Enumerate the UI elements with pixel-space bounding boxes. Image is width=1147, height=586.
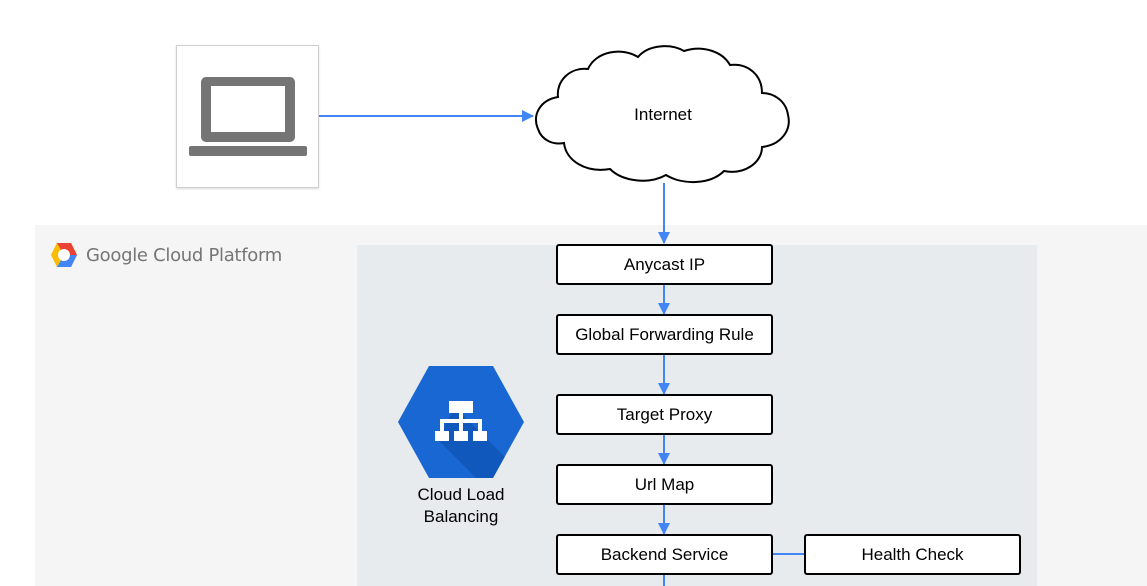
url-map-node: Url Map bbox=[556, 464, 773, 505]
load-balancing-label-line2: Balancing bbox=[423, 507, 499, 526]
internet-label: Internet bbox=[634, 105, 692, 124]
laptop-icon bbox=[189, 77, 307, 156]
backend-service-node: Backend Service bbox=[556, 534, 773, 575]
health-check-node: Health Check bbox=[804, 534, 1021, 575]
target-proxy-node: Target Proxy bbox=[556, 394, 773, 435]
gcp-logo-icon bbox=[51, 243, 77, 267]
anycast-ip-node: Anycast IP bbox=[556, 244, 773, 285]
load-balancing-label-line1: Cloud Load bbox=[417, 485, 505, 504]
gcp-wordmark-product: Cloud Platform bbox=[153, 244, 282, 266]
forwarding-rule-node: Global Forwarding Rule bbox=[556, 314, 773, 355]
gcp-wordmark: Google Cloud Platform bbox=[86, 245, 282, 266]
client-device bbox=[176, 45, 319, 188]
load-balancing-label: Cloud Load Balancing bbox=[396, 484, 526, 528]
load-balancer-hexagon-icon bbox=[398, 366, 524, 478]
internet-cloud bbox=[535, 45, 790, 184]
gcp-brand: Google Cloud Platform bbox=[50, 241, 282, 269]
gcp-wordmark-google: Google bbox=[86, 244, 148, 266]
